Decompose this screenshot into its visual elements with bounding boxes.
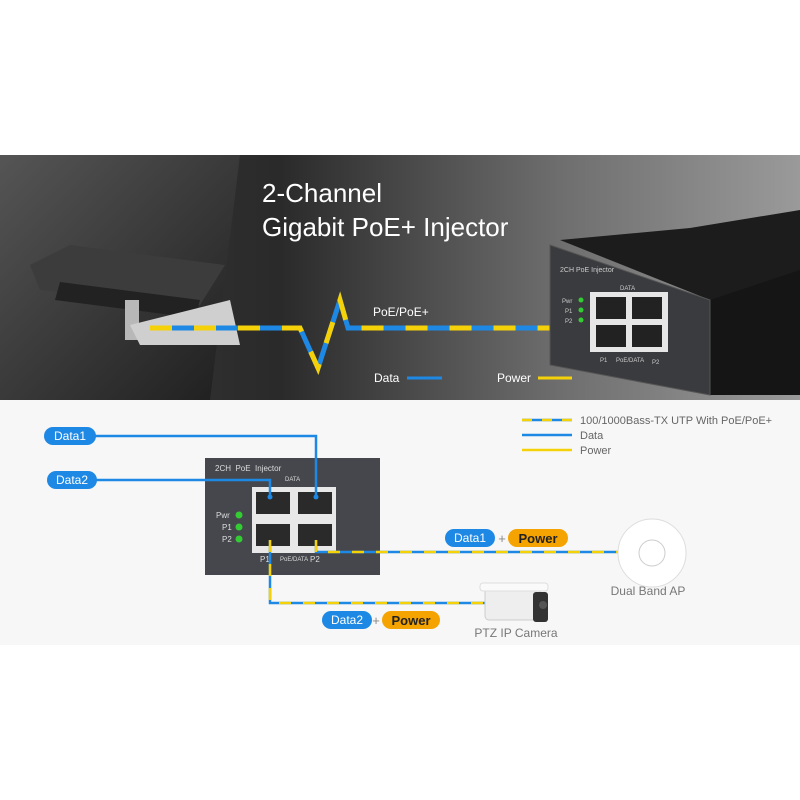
port-p1 (256, 524, 290, 546)
diagram: 100/1000Bass-TX UTP With PoE/PoE+ Data P… (0, 400, 800, 645)
output2-data-label: Data2 (331, 613, 363, 627)
device-led-p2: P2 (565, 319, 573, 325)
device-p1: P1 (600, 358, 608, 364)
output2-power-label: Power (391, 613, 430, 628)
banner-title-line2: Gigabit PoE+ Injector (262, 212, 509, 242)
data1-input-pill: Data1 (44, 427, 96, 445)
output1-pills: Data1 + Power (445, 529, 568, 547)
legend-power: Power (580, 445, 612, 457)
poe-line-camera (268, 540, 486, 605)
data1-input-label: Data1 (54, 429, 86, 443)
ap-label: Dual Band AP (611, 584, 686, 598)
output1-plus: + (498, 531, 506, 546)
device-label: 2CH PoE Injector (560, 267, 615, 274)
banner-title-line1: 2-Channel (262, 178, 382, 208)
injector-data-label: DATA (285, 477, 300, 483)
device-p2: P2 (652, 360, 660, 366)
injector-p1: P1 (260, 555, 270, 564)
output2-plus: + (372, 613, 380, 628)
device-poe-data: PoE/DATA (616, 358, 644, 364)
legend: 100/1000Bass-TX UTP With PoE/PoE+ Data P… (522, 415, 772, 457)
data2-line (96, 478, 272, 497)
legend-power-label: Power (497, 371, 531, 385)
injector-poe-data: PoE/DATA (280, 557, 308, 563)
poe-cable (150, 291, 598, 375)
device-led-pwr: Pwr (562, 299, 572, 305)
data1-line (95, 434, 318, 497)
output1-data-label: Data1 (454, 531, 486, 545)
banner: 2-Channel Gigabit PoE+ Injector PoE/PoE+… (0, 155, 800, 400)
port-data2 (298, 492, 332, 514)
cable-label: PoE/PoE+ (373, 305, 429, 319)
device-data-label: DATA (620, 286, 635, 292)
legend-data-label: Data (374, 371, 400, 385)
legend-data: Data (580, 430, 604, 442)
ptz-camera-icon (479, 582, 549, 622)
injector-led-p1: P1 (222, 523, 232, 532)
port-data1 (256, 492, 290, 514)
injector-led-p2: P2 (222, 535, 232, 544)
port-p2 (298, 524, 332, 546)
device-led-p1: P1 (565, 309, 573, 315)
injector-device-image: 2CH PoE Injector DATA Pwr P1 P2 P1 PoE/D… (549, 210, 800, 396)
legend-utp: 100/1000Bass-TX UTP With PoE/PoE+ (580, 415, 772, 427)
injector-label: 2CH PoE Injector (215, 464, 282, 473)
cctv-camera-image (30, 245, 240, 345)
output2-pills: Data2 + Power (322, 611, 440, 629)
injector-box: 2CH PoE Injector DATA Pwr P1 P2 P1 PoE/D… (205, 458, 380, 575)
poe-line-ap (314, 540, 620, 554)
injector-p2: P2 (310, 555, 320, 564)
output1-power-label: Power (518, 531, 557, 546)
data2-input-pill: Data2 (47, 471, 97, 489)
camera-label: PTZ IP Camera (474, 626, 557, 640)
data2-input-label: Data2 (56, 473, 88, 487)
injector-led-pwr: Pwr (216, 511, 230, 520)
access-point-icon (617, 518, 687, 588)
